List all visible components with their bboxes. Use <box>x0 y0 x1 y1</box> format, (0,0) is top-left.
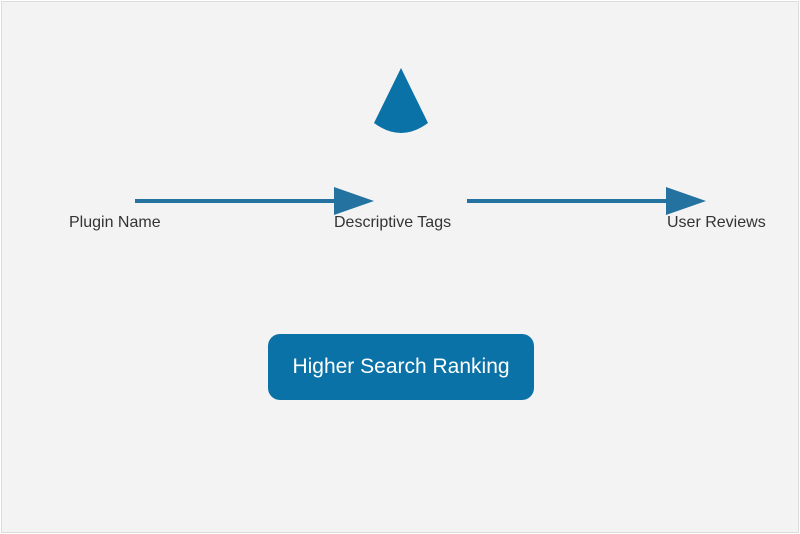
result-label: Higher Search Ranking <box>292 355 510 378</box>
drop-icon <box>374 68 428 133</box>
arrow-head <box>334 187 374 215</box>
node-user-reviews: User Reviews <box>667 214 766 231</box>
node-plugin-name: Plugin Name <box>69 214 161 231</box>
result-box: Higher Search Ranking <box>268 334 534 400</box>
node-descriptive-tags: Descriptive Tags <box>334 214 452 231</box>
arrow-plugin-to-tags <box>135 187 374 215</box>
arrow-tags-to-reviews <box>467 187 706 215</box>
arrow-head <box>666 187 706 215</box>
